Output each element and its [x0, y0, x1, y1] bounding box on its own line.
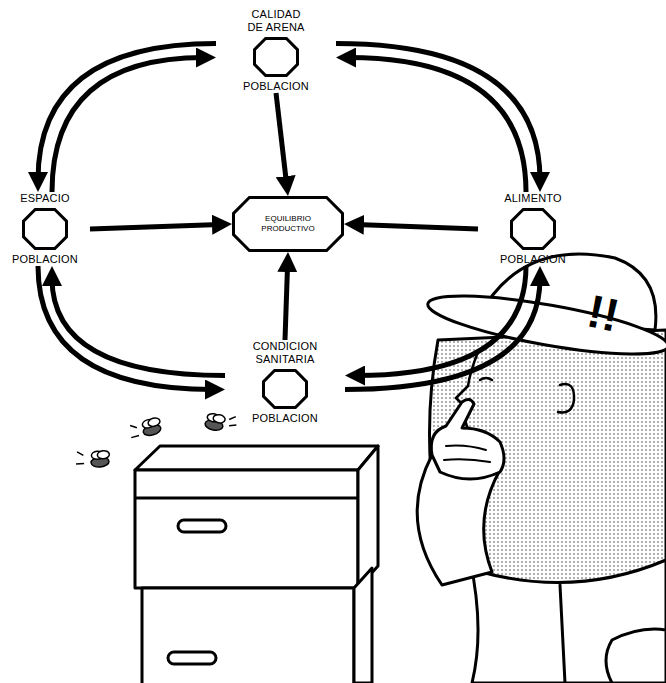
hive-handle — [178, 520, 226, 532]
node-label: EQUILIBRIO PRODUCTIVO — [248, 214, 328, 234]
octagon-node: CALIDAD DE ARENA POBLACION — [216, 8, 336, 93]
beehive — [135, 446, 378, 683]
connector-arrow — [276, 93, 287, 184]
octagon-shape — [264, 371, 307, 408]
bee — [204, 412, 237, 434]
octagon-shape — [255, 39, 298, 76]
connector-arrow — [38, 266, 213, 390]
finger-lines — [444, 446, 490, 463]
population-label: POBLACION — [243, 80, 309, 93]
octagon-shape — [24, 210, 67, 249]
connector-arrow — [348, 58, 526, 193]
connector-arrow — [345, 278, 540, 390]
factor-label: ESPACIO — [20, 192, 70, 205]
hive-lower-box — [142, 588, 354, 683]
ear — [558, 384, 574, 413]
factor-label: ALIMENTO — [504, 192, 562, 205]
connector-arrow — [52, 58, 204, 193]
octagon-node: ESPACIO POBLACION — [0, 192, 90, 266]
population-label: POBLACION — [500, 253, 566, 266]
octagon-shape — [234, 198, 343, 251]
connector-arrow — [285, 264, 288, 340]
hive-upper-box — [135, 470, 358, 588]
hat-brim — [424, 284, 666, 366]
octagon-node: CONDICION SANITARIA POBLACION — [225, 340, 345, 425]
octagon-outline — [262, 369, 308, 409]
octagon-shape — [512, 210, 555, 249]
connector-arrow — [336, 44, 540, 181]
octagon-outline — [22, 208, 68, 250]
factor-label: CALIDAD DE ARENA — [245, 8, 307, 34]
hive-lid-edge — [135, 497, 358, 500]
connector-arrow — [357, 266, 526, 376]
hive-lower-side — [354, 568, 372, 683]
population-label: POBLACION — [252, 412, 318, 425]
octagon-node: ALIMENTO POBLACION — [478, 192, 588, 266]
hive-upper-side — [358, 446, 378, 588]
octagon-outline — [510, 208, 556, 250]
connector-arrow — [38, 44, 216, 181]
eye — [480, 378, 492, 380]
hive-lid-top — [135, 446, 378, 470]
octagon-node: EQUILIBRIO PRODUCTIVO — [232, 196, 344, 252]
shirt-seam — [560, 585, 565, 683]
bees — [75, 412, 238, 469]
beekeeper — [417, 254, 666, 683]
octagon-outline — [253, 37, 299, 77]
connector-arrow — [356, 224, 478, 229]
factor-label: CONDICION SANITARIA — [245, 340, 325, 366]
connector-arrow — [90, 224, 220, 229]
hive-handle — [168, 652, 216, 664]
bee — [75, 449, 110, 469]
glove — [606, 629, 666, 683]
population-label: POBLACION — [12, 253, 78, 266]
connector-arrow — [52, 278, 225, 376]
bee — [128, 417, 163, 441]
hand — [431, 399, 504, 479]
